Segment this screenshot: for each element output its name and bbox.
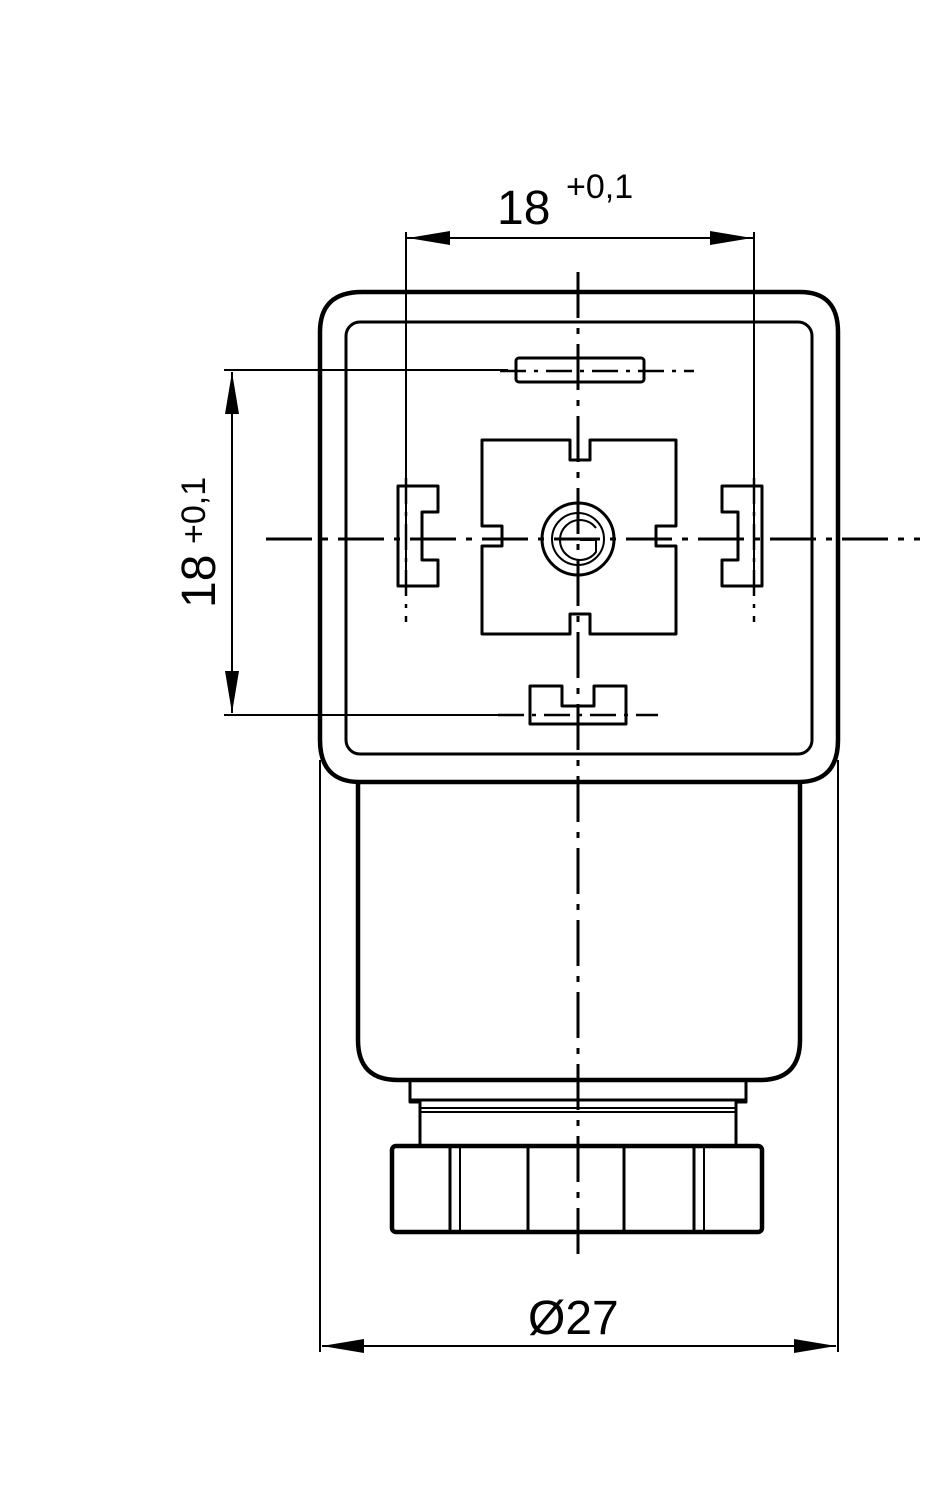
- dimension-side-nominal: 18: [173, 555, 226, 608]
- dimension-side-label: 18 +0,1: [173, 477, 226, 608]
- centerlines: [266, 272, 920, 1258]
- contact-pin-right: [720, 484, 764, 588]
- dimension-diameter-label: Ø27: [528, 1292, 619, 1345]
- dimension-side-height: [224, 369, 512, 716]
- dimension-diameter: [319, 760, 839, 1353]
- contact-pin-left: [396, 484, 440, 588]
- dimension-side-tolerance: +0,1: [175, 477, 213, 544]
- dimension-top-tolerance: +0,1: [566, 168, 633, 206]
- dimension-top-nominal: 18: [497, 182, 550, 235]
- dimension-top-width: [405, 231, 755, 480]
- contact-pin-bottom: [528, 684, 628, 726]
- center-insert: [480, 438, 678, 636]
